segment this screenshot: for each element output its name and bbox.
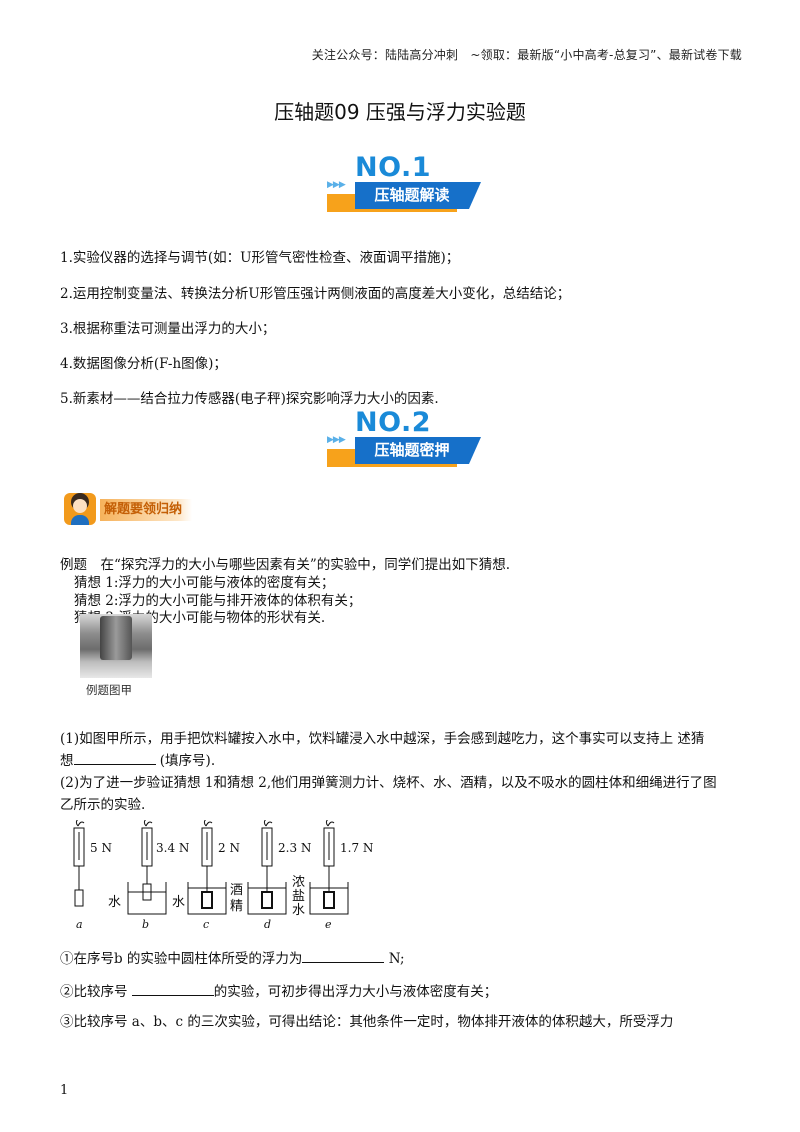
question-1-text: 想 xyxy=(60,753,74,769)
example-intro: 例题 在“探究浮力的大小与哪些因素有关”的实验中，同学们提出如下猜想. xyxy=(60,557,511,573)
interpretation-item: 5.新素材——结合拉力传感器(电子秤)探究影响浮力大小的因素. xyxy=(60,391,439,407)
page-title: 压轴题09 压强与浮力实验题 xyxy=(274,100,526,124)
page-number: 1 xyxy=(60,1083,69,1098)
scale-reading: 2 N xyxy=(218,841,240,855)
liquid-label: 水 xyxy=(108,895,121,910)
setup-label: c xyxy=(203,918,209,931)
sub-question-3: ③比较序号 a、b、c 的三次实验，可得出结论：其他条件一定时，物体排开液体的体… xyxy=(60,1014,674,1030)
question-1-line: (1)如图甲所示，用手把饮料罐按入水中，饮料罐浸入水中越深，手会感到越吃力，这个… xyxy=(60,731,705,747)
cylinder xyxy=(201,891,213,909)
beaker xyxy=(247,882,287,915)
teacher-avatar-icon xyxy=(64,493,96,525)
sub-question-1: ①在序号b 的实验中圆柱体所受的浮力为 N; xyxy=(60,947,405,967)
figure-caption: 例题图甲 xyxy=(86,683,132,697)
section-number: NO.2 xyxy=(355,407,431,438)
figure-photo-can xyxy=(80,614,152,678)
sub-question-2: ②比较序号 的实验，可初步得出浮力大小与液体密度有关； xyxy=(60,980,497,1000)
liquid-label: 水 xyxy=(292,903,305,918)
setup-label: a xyxy=(76,918,83,931)
scale-reading: 3.4 N xyxy=(156,841,189,855)
scale-reading: 1.7 N xyxy=(340,841,373,855)
sub-question-text: N; xyxy=(384,951,405,967)
interpretation-item: 4.数据图像分析(F-h图像)； xyxy=(60,356,227,372)
section-banner-1: NO.1 ▶▶▶ 压轴题解读 xyxy=(325,152,481,222)
question-1-line: 想 (填序号). xyxy=(60,749,215,769)
tip-banner: 解题要领归纳 xyxy=(64,493,214,525)
tip-label: 解题要领归纳 xyxy=(100,499,193,521)
question-2-line: 乙所示的实验. xyxy=(60,797,146,813)
liquid-label: 精 xyxy=(230,899,243,914)
answer-blank xyxy=(131,983,214,996)
answer-blank xyxy=(302,950,385,963)
liquid-label: 酒 xyxy=(230,883,243,898)
interpretation-item: 2.运用控制变量法、转换法分析U形管压强计两侧液面的高度差大小变化，总结结论； xyxy=(60,286,571,302)
section-banner-2: NO.2 ▶▶▶ 压轴题密押 xyxy=(325,407,481,477)
setup-label: e xyxy=(325,918,332,931)
setup-label: b xyxy=(142,918,149,931)
guess-item: 猜想 1:浮力的大小可能与液体的密度有关； xyxy=(74,575,335,591)
scale-reading: 2.3 N xyxy=(278,841,311,855)
liquid-label: 水 xyxy=(172,895,185,910)
interpretation-item: 3.根据称重法可测量出浮力的大小； xyxy=(60,321,276,337)
sub-question-text: 的实验，可初步得出浮力大小与液体密度有关； xyxy=(213,984,498,1000)
section-label: 压轴题解读 xyxy=(355,182,481,209)
cylinder xyxy=(142,883,152,901)
guess-item: 猜想 2:浮力的大小可能与排开液体的体积有关； xyxy=(74,593,362,609)
section-label: 压轴题密押 xyxy=(355,437,481,464)
liquid-label: 盐 xyxy=(292,889,305,904)
setup-label: d xyxy=(264,918,271,931)
experiment-diagram: 5 N 3.4 N 2 N 2.3 N 1.7 N 水 水 酒 精 浓 盐 水 … xyxy=(73,820,373,931)
liquid-label: 浓 xyxy=(292,875,305,890)
scale-reading: 5 N xyxy=(90,841,112,855)
section-number: NO.1 xyxy=(355,152,431,183)
beaker xyxy=(309,882,349,915)
cylinder xyxy=(323,891,335,909)
arrows-icon: ▶▶▶ xyxy=(327,180,346,190)
sub-question-text: ②比较序号 xyxy=(60,984,132,1000)
hook-icon xyxy=(75,820,85,827)
answer-blank xyxy=(73,752,156,765)
sub-question-text: ①在序号b 的实验中圆柱体所受的浮力为 xyxy=(60,951,303,967)
cylinder xyxy=(261,891,273,909)
question-2-line: (2)为了进一步验证猜想 1和猜想 2,他们用弹簧测力计、烧杯、水、酒精，以及不… xyxy=(60,775,717,791)
beaker xyxy=(127,882,167,915)
interpretation-item: 1.实验仪器的选择与调节(如：U形管气密性检查、液面调平措施)； xyxy=(60,250,460,266)
arrows-icon: ▶▶▶ xyxy=(327,435,346,445)
beaker xyxy=(187,882,227,915)
cylinder xyxy=(74,889,84,907)
header-note: 关注公众号：陆陆高分冲刺 ~领取：最新版“小中高考-总复习”、最新试卷下载 xyxy=(311,48,742,62)
question-1-text: (填序号). xyxy=(155,753,216,769)
